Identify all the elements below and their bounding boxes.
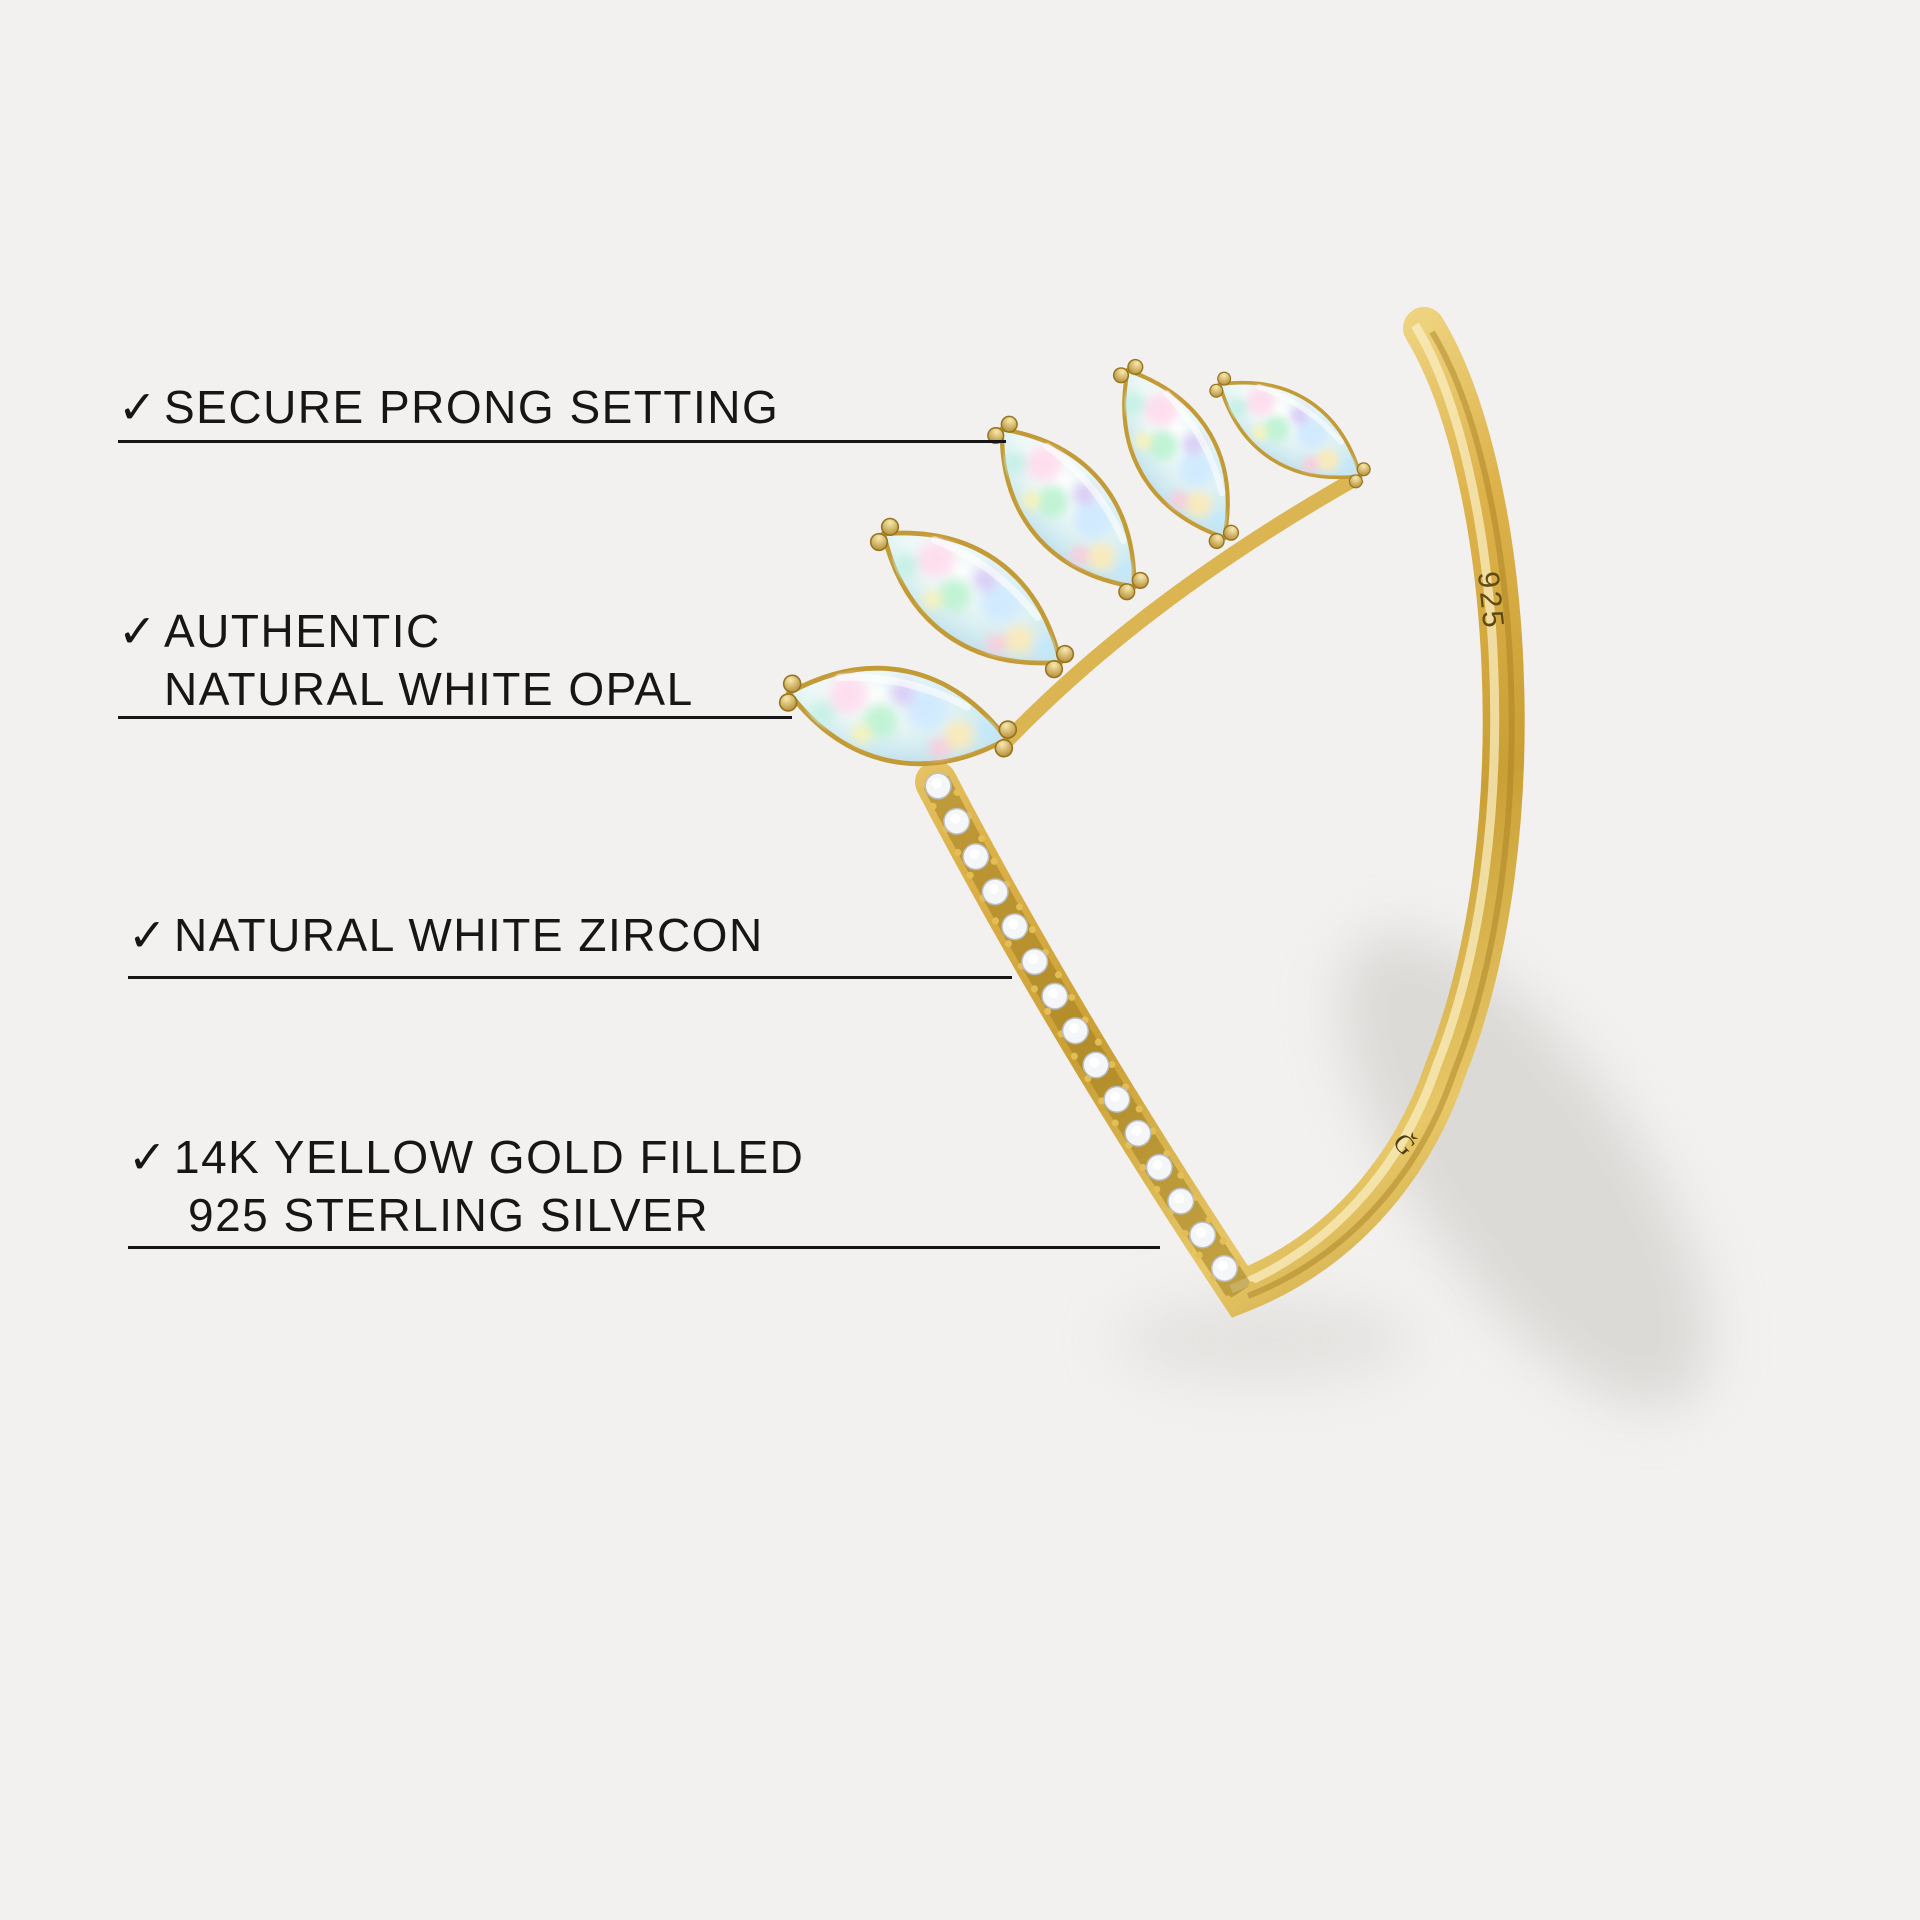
feature-line: 925 STERLING SILVER: [188, 1189, 710, 1241]
feature-line: NATURAL WHITE ZIRCON: [174, 909, 764, 961]
gallery-rail: [994, 469, 1364, 754]
check-icon: ✓: [118, 605, 159, 657]
callout-rule-3: [128, 976, 1012, 979]
feature-line: NATURAL WHITE OPAL: [164, 663, 694, 715]
callout-rule-4: [128, 1246, 1160, 1249]
feature-secure-prong-setting: ✓ SECURE PRONG SETTING: [118, 378, 779, 436]
zircon-pave: [920, 768, 1256, 1306]
check-icon: ✓: [128, 909, 169, 961]
feature-natural-white-zircon: ✓ NATURAL WHITE ZIRCON: [128, 906, 764, 964]
callout-rule-2: [118, 716, 792, 719]
ring-shadow: [1115, 932, 1710, 1408]
check-icon: ✓: [118, 381, 159, 433]
feature-authentic-opal: ✓ AUTHENTIC NATURAL WHITE OPAL: [118, 602, 694, 718]
opal-stone-1: [772, 647, 1023, 786]
feature-gold-filled-silver: ✓ 14K YELLOW GOLD FILLED 925 STERLING SI…: [128, 1128, 804, 1244]
feature-line: AUTHENTIC: [164, 605, 441, 657]
opal-fan: [772, 345, 1383, 785]
hallmark-925: 925: [1471, 570, 1510, 632]
check-icon: ✓: [128, 1131, 169, 1183]
feature-line: 14K YELLOW GOLD FILLED: [174, 1131, 805, 1183]
feature-line: SECURE PRONG SETTING: [164, 381, 780, 433]
callout-rule-1: [118, 440, 1006, 443]
